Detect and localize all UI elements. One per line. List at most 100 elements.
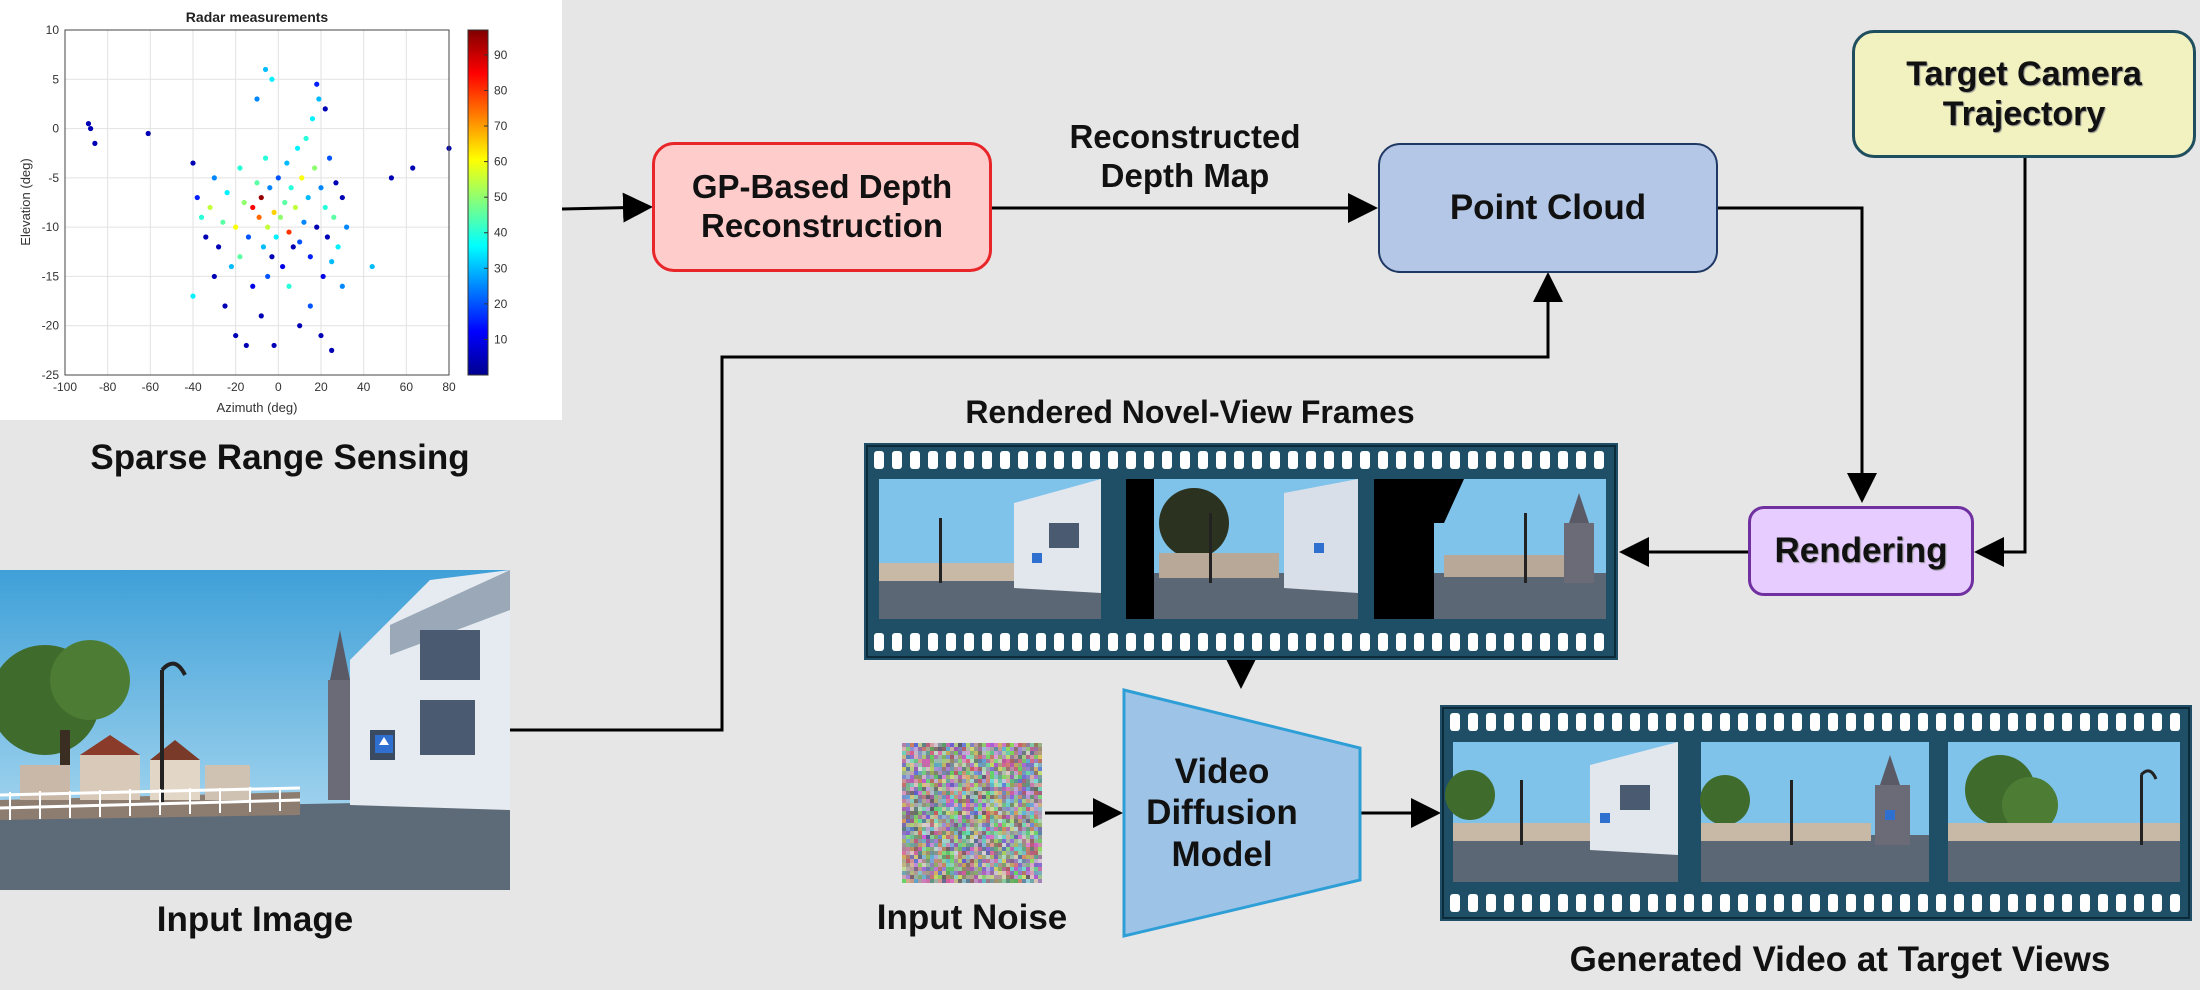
noise-pixel xyxy=(902,795,907,800)
noise-pixel xyxy=(1030,835,1035,840)
noise-pixel xyxy=(990,759,995,764)
noise-pixel xyxy=(958,807,963,812)
noise-pixel xyxy=(958,779,963,784)
noise-pixel xyxy=(970,843,975,848)
noise-pixel xyxy=(970,747,975,752)
noise-pixel xyxy=(1006,855,1011,860)
noise-pixel xyxy=(1038,799,1043,804)
noise-pixel xyxy=(902,843,907,848)
noise-pixel xyxy=(950,867,955,872)
noise-pixel xyxy=(1034,767,1039,772)
x-tick-label: -40 xyxy=(184,380,202,394)
noise-pixel xyxy=(978,855,983,860)
noise-pixel xyxy=(938,863,943,868)
noise-pixel xyxy=(950,847,955,852)
noise-pixel xyxy=(926,815,931,820)
noise-pixel xyxy=(946,827,951,832)
noise-pixel xyxy=(910,763,915,768)
noise-pixel xyxy=(954,867,959,872)
noise-pixel xyxy=(1010,771,1015,776)
noise-pixel xyxy=(1026,835,1031,840)
noise-pixel xyxy=(942,859,947,864)
noise-pixel xyxy=(994,863,999,868)
sprocket-hole xyxy=(1846,713,1856,731)
noise-pixel xyxy=(934,775,939,780)
sprocket-hole xyxy=(1900,894,1910,912)
noise-pixel xyxy=(910,775,915,780)
noise-pixel xyxy=(990,847,995,852)
noise-pixel xyxy=(998,791,1003,796)
sprocket-hole xyxy=(1216,633,1226,651)
noise-pixel xyxy=(950,771,955,776)
noise-pixel xyxy=(962,791,967,796)
input-image xyxy=(0,570,510,890)
noise-pixel xyxy=(946,811,951,816)
sprocket-hole xyxy=(1144,451,1154,469)
noise-pixel xyxy=(902,763,907,768)
noise-pixel xyxy=(962,831,967,836)
noise-pixel xyxy=(926,871,931,876)
noise-pixel xyxy=(994,819,999,824)
radar-point xyxy=(207,204,213,211)
noise-pixel xyxy=(950,815,955,820)
sprocket-hole xyxy=(1504,713,1514,731)
radar-point xyxy=(88,125,94,132)
noise-pixel xyxy=(958,795,963,800)
noise-pixel xyxy=(974,827,979,832)
noise-pixel xyxy=(918,775,923,780)
noise-pixel xyxy=(1022,867,1027,872)
noise-pixel xyxy=(1006,831,1011,836)
noise-pixel xyxy=(1026,863,1031,868)
noise-pixel xyxy=(986,871,991,876)
sprocket-hole xyxy=(1558,451,1568,469)
noise-pixel xyxy=(966,779,971,784)
rendered-frame-3 xyxy=(1374,479,1606,619)
noise-pixel xyxy=(958,859,963,864)
noise-pixel xyxy=(910,831,915,836)
plot-title: Radar measurements xyxy=(186,9,329,25)
noise-pixel xyxy=(914,803,919,808)
noise-pixel xyxy=(978,767,983,772)
noise-pixel xyxy=(930,763,935,768)
noise-pixel xyxy=(934,863,939,868)
noise-pixel xyxy=(934,859,939,864)
sprocket-hole xyxy=(1558,713,1568,731)
noise-pixel xyxy=(978,799,983,804)
noise-pixel xyxy=(1014,795,1019,800)
noise-pixel xyxy=(998,811,1003,816)
noise-pixel xyxy=(962,799,967,804)
noise-pixel xyxy=(982,831,987,836)
noise-pixel xyxy=(974,843,979,848)
noise-pixel xyxy=(970,867,975,872)
noise-pixel xyxy=(938,803,943,808)
sprocket-hole xyxy=(1558,633,1568,651)
noise-pixel xyxy=(986,843,991,848)
noise-pixel xyxy=(1026,779,1031,784)
noise-pixel xyxy=(914,875,919,880)
noise-pixel xyxy=(1038,871,1043,876)
noise-pixel xyxy=(974,851,979,856)
noise-pixel xyxy=(990,827,995,832)
sprocket-hole xyxy=(2080,894,2090,912)
radar-point xyxy=(273,234,279,240)
noise-pixel xyxy=(918,867,923,872)
sprocket-hole xyxy=(964,451,974,469)
noise-pixel xyxy=(1006,859,1011,864)
noise-pixel xyxy=(986,775,991,780)
noise-pixel xyxy=(1010,787,1015,792)
noise-pixel xyxy=(910,871,915,876)
radar-point xyxy=(228,263,234,270)
radar-point xyxy=(250,283,256,289)
noise-pixel xyxy=(990,819,995,824)
noise-pixel xyxy=(906,799,911,804)
radar-point xyxy=(194,194,200,201)
noise-pixel xyxy=(1018,823,1023,828)
sprocket-hole xyxy=(2044,713,2054,731)
noise-pixel xyxy=(1034,839,1039,844)
sprocket-hole xyxy=(1882,713,1892,731)
noise-pixel xyxy=(906,827,911,832)
sprocket-hole xyxy=(1450,894,1460,912)
noise-pixel xyxy=(1010,767,1015,772)
noise-pixel xyxy=(902,775,907,780)
noise-pixel xyxy=(1014,767,1019,772)
